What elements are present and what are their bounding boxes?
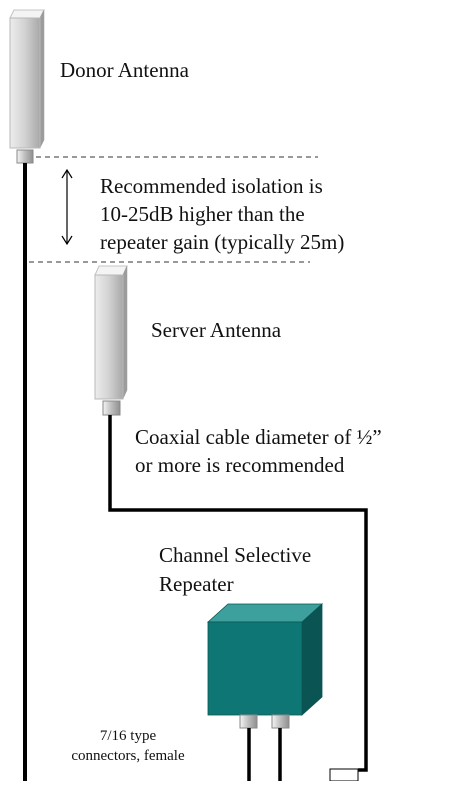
connectors-label-line-2: connectors, female: [71, 748, 185, 764]
server-antenna: [94, 265, 128, 400]
donor-antenna: [9, 9, 45, 149]
isolation-arrow: [61, 168, 73, 246]
server-antenna-label: Server Antenna: [151, 318, 282, 342]
server-cable: [108, 415, 368, 772]
repeater-label-line-2: Repeater: [159, 572, 234, 596]
donor-antenna-label: Donor Antenna: [60, 58, 189, 82]
isolation-label-line-2: 10-25dB higher than the: [100, 202, 305, 226]
isolation-label-line-1: Recommended isolation is: [100, 174, 323, 198]
isolation-label-line-3: repeater gain (typically 25m): [100, 230, 345, 254]
repeater-connector-left: [239, 714, 258, 729]
repeater-label-line-1: Channel Selective: [159, 543, 312, 567]
repeater-connector-right: [271, 714, 290, 729]
repeater-box: [206, 603, 324, 716]
connectors-label-line-1: 7/16 type: [99, 728, 157, 744]
server-connector: [102, 400, 121, 416]
coax-label-line-1: Coaxial cable diameter of ½”: [135, 425, 382, 449]
coax-label-line-2: or more is recommended: [135, 453, 345, 477]
donor-connector: [16, 149, 34, 164]
cable-end-box: [329, 768, 359, 782]
